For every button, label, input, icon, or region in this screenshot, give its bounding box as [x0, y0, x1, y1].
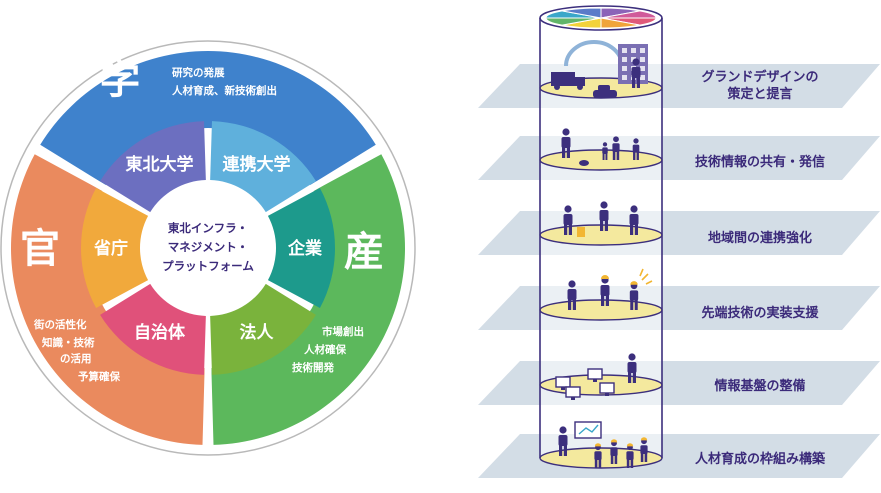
stage-floor-4	[539, 374, 663, 396]
center-label-1: マネジメント・	[168, 240, 249, 254]
sector-note-1-1: 人材確保	[304, 343, 346, 356]
stage-3-worker-a	[600, 275, 610, 306]
stage-floor-3	[539, 299, 663, 321]
cap-rim	[539, 5, 663, 31]
stage-1-person-a	[561, 128, 571, 158]
cap-wedge-2	[562, 17, 602, 29]
inner-label-0: 東北大学	[126, 154, 194, 175]
sector-note-1-2: 技術開発	[292, 361, 334, 374]
inner-label-2: 企業	[287, 238, 322, 259]
stage-5-student-c	[626, 443, 634, 468]
cap-wedge-7	[600, 10, 657, 19]
sector-title-1: 産	[344, 229, 384, 275]
stage-label-0: グランドデザインの策定と提言	[665, 69, 855, 103]
stage-label-line: 策定と提言	[727, 87, 793, 102]
stage-3-person-a	[567, 280, 577, 310]
inner-label-5: 省庁	[93, 238, 128, 259]
inner-segment-0	[100, 121, 206, 213]
stage-5-teacher	[558, 426, 568, 456]
sector-note-0-0: 研究の発展	[172, 66, 225, 79]
outer-segment-1	[211, 154, 405, 445]
stage-1-child-a	[602, 142, 608, 160]
suitcase-icon	[577, 227, 585, 237]
stage-label-4: 情報基盤の整備	[665, 378, 855, 395]
sector-title-2: 官	[20, 226, 60, 272]
stage-floor-0	[539, 77, 663, 99]
sector-note-1-0: 市場創出	[322, 325, 364, 338]
building-icon	[618, 44, 648, 84]
truck-icon	[551, 72, 575, 86]
monitor-icon-2	[599, 382, 615, 394]
inner-segment-3	[210, 283, 316, 375]
center-label-0: 東北インフラ・	[168, 221, 248, 235]
sector-note-2-3: 予算確保	[78, 370, 120, 383]
tube-cap	[539, 5, 663, 31]
cap-wedge-1	[600, 17, 640, 29]
stage-5-student-b	[610, 439, 618, 464]
sector-note-2-2: の活用	[60, 352, 92, 365]
bridge-icon	[564, 40, 624, 67]
stage-label-line: 先端技術の実装支援	[701, 305, 819, 321]
inner-segment-5	[81, 187, 149, 309]
monitor-icon-0	[555, 376, 571, 388]
stage-2-person-b	[599, 201, 609, 231]
outer-segment-2	[11, 154, 205, 445]
stage-0-scene	[551, 40, 648, 98]
cap-wedge-5	[562, 7, 602, 19]
outer-separator-2	[33, 144, 108, 193]
stage-2-person-a	[563, 205, 573, 235]
sector-note-2-0: 街の活性化	[33, 318, 87, 331]
outer-segment-0	[40, 50, 376, 186]
stage-floor-2	[539, 224, 663, 246]
inner-segment-4	[100, 283, 206, 375]
sector-note-2-1: 知識・技術	[42, 336, 95, 349]
stage-label-2: 地域間の連携強化	[665, 230, 855, 247]
inner-label-1: 連携大学	[223, 154, 291, 175]
inner-label-3: 法人	[240, 322, 275, 343]
sector-title-0: 学	[100, 57, 140, 103]
stage-floor-5	[539, 447, 663, 469]
inner-segment-1	[210, 121, 316, 213]
cap-wedge-0	[600, 17, 657, 26]
stage-label-line: グランドデザインの	[701, 70, 819, 85]
cap-wedge-4	[545, 10, 602, 19]
stage-label-line: 地域間の連携強化	[707, 230, 812, 246]
stage-label-3: 先端技術の実装支援	[665, 305, 855, 322]
inner-segment-2	[267, 187, 335, 309]
monitor-icon-1	[587, 368, 603, 380]
inner-label-4: 自治体	[134, 322, 186, 343]
cap-wedge-3	[545, 17, 602, 26]
tube-glass	[540, 18, 662, 458]
center-disc	[142, 182, 274, 314]
stage-0-person	[631, 58, 641, 88]
sector-note-0-1: 人材育成、新技術創出	[172, 84, 277, 97]
stage-5-student-a	[594, 443, 602, 468]
stage-label-line: 人材育成の枠組み構築	[694, 451, 825, 467]
spark-icon	[639, 268, 653, 285]
stage-label-5: 人材育成の枠組み構築	[665, 451, 855, 468]
stage-5-student-d	[640, 437, 648, 462]
stage-2-person-c	[629, 205, 639, 235]
stage-label-line: 情報基盤の整備	[714, 378, 806, 394]
stage-label-line: 技術情報の共有・発信	[694, 154, 825, 170]
whiteboard-icon	[574, 421, 602, 439]
cap-wedge-6	[600, 7, 640, 19]
dog-icon	[579, 160, 589, 166]
outer-separator-0	[308, 144, 383, 193]
stage-4-person	[627, 353, 637, 383]
monitor-icon-3	[565, 386, 581, 398]
stage-3-worker-b	[629, 281, 639, 310]
stage-label-1: 技術情報の共有・発信	[665, 154, 855, 171]
center-label-2: プラットフォーム	[162, 259, 254, 273]
stage-floor-1	[539, 149, 663, 171]
car-icon	[593, 90, 617, 98]
stage-1-person-b	[612, 136, 620, 160]
stage-1-elder	[632, 138, 640, 160]
